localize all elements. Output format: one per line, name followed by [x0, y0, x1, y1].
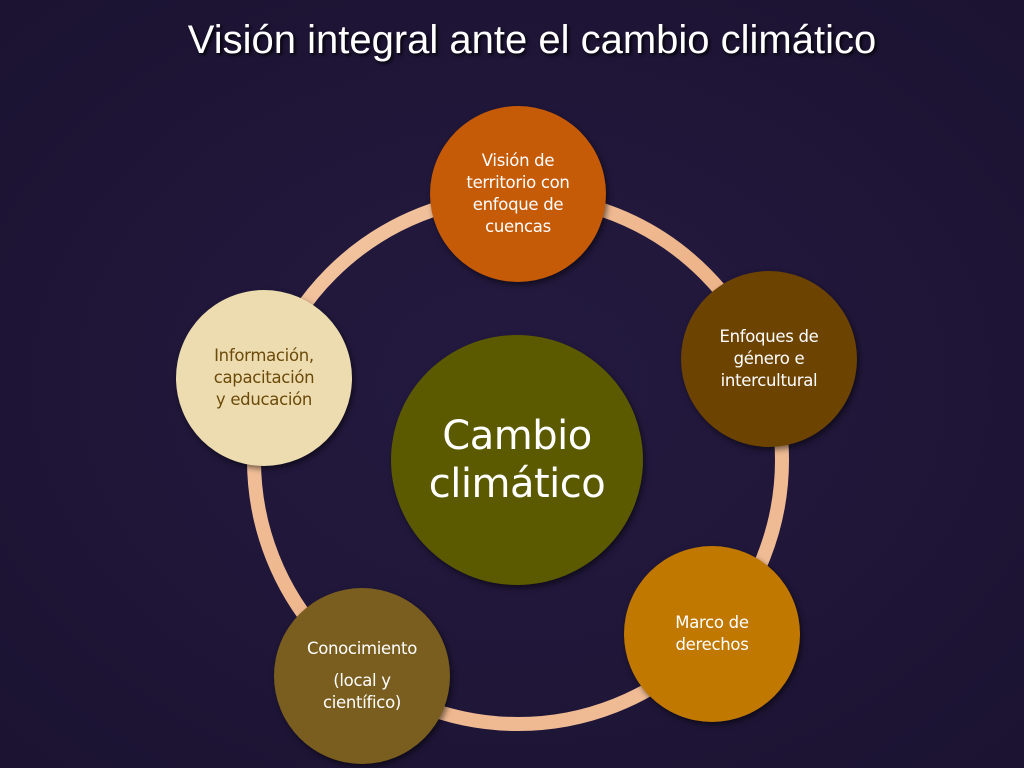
- node-right-line-2: género e: [733, 349, 805, 368]
- node-left-line-3: y educación: [215, 390, 313, 409]
- center-line-2: climático: [428, 461, 606, 507]
- node-br-line-1: Marco de: [675, 613, 749, 632]
- node-top-line-3: enfoque de: [472, 195, 564, 214]
- node-top-line-4: cuencas: [485, 217, 551, 236]
- slide-title: Visión integral ante el cambio climático: [187, 18, 877, 62]
- node-top-line-1: Visión de: [481, 151, 555, 170]
- node-bl-line-3: científico): [322, 693, 402, 712]
- center-line-1: Cambio: [442, 413, 592, 459]
- node-br-line-2: derechos: [675, 635, 749, 654]
- node-bl-line-1: Conocimiento: [306, 639, 418, 658]
- node-right-line-3: intercultural: [720, 371, 818, 390]
- node-informacion-educacion: Información, capacitación y educación: [176, 290, 352, 466]
- node-vision-territorio: Visión de territorio con enfoque de cuen…: [430, 106, 606, 282]
- node-enfoques-genero: Enfoques de género e intercultural: [681, 271, 857, 447]
- node-right-line-1: Enfoques de: [719, 327, 819, 346]
- node-top-line-2: territorio con: [466, 173, 570, 192]
- node-marco-derechos: Marco de derechos: [624, 546, 800, 722]
- center-node-cambio-climatico: Cambio climático: [391, 335, 643, 585]
- node-left-line-2: capacitación: [213, 368, 315, 387]
- node-left-line-1: Información,: [214, 346, 314, 365]
- node-conocimiento: Conocimiento (local y científico): [274, 588, 450, 764]
- node-bl-line-2: (local y: [333, 671, 391, 690]
